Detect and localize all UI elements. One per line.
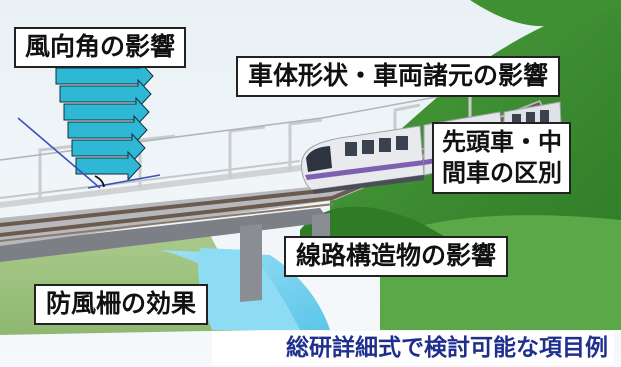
windbreak-fence-label: 防風柵の効果	[34, 284, 209, 325]
track-structure-label: 線路構造物の影響	[284, 236, 509, 277]
wind-arrow	[59, 78, 152, 110]
bridge-pier	[240, 224, 262, 302]
lead-car-label-line2: 間車の区別	[442, 158, 562, 187]
windbreak-fence-line	[0, 160, 301, 199]
track-rail	[0, 203, 335, 242]
wind-arrow	[71, 132, 146, 164]
hill-upper	[470, 0, 621, 27]
track-direction-line	[87, 174, 161, 189]
train-bogies	[312, 175, 424, 194]
wind-angle-line	[17, 117, 101, 189]
train-stripe	[305, 160, 424, 180]
wind-angle-label: 風向角の影響	[14, 27, 187, 68]
angle-arc	[94, 175, 105, 188]
train-cab-window	[306, 146, 332, 172]
lead-car-label: 先頭車・中 間車の区別	[432, 122, 571, 195]
caption: 総研詳細式で検討可能な項目例	[212, 331, 614, 365]
lead-car-label-line1: 先頭車・中	[442, 128, 562, 156]
wind-arrow	[67, 114, 148, 146]
bridge-girder	[0, 208, 330, 262]
vehicle-body-label: 車体形状・車両諸元の影響	[236, 56, 561, 97]
wind-arrow	[63, 96, 150, 128]
